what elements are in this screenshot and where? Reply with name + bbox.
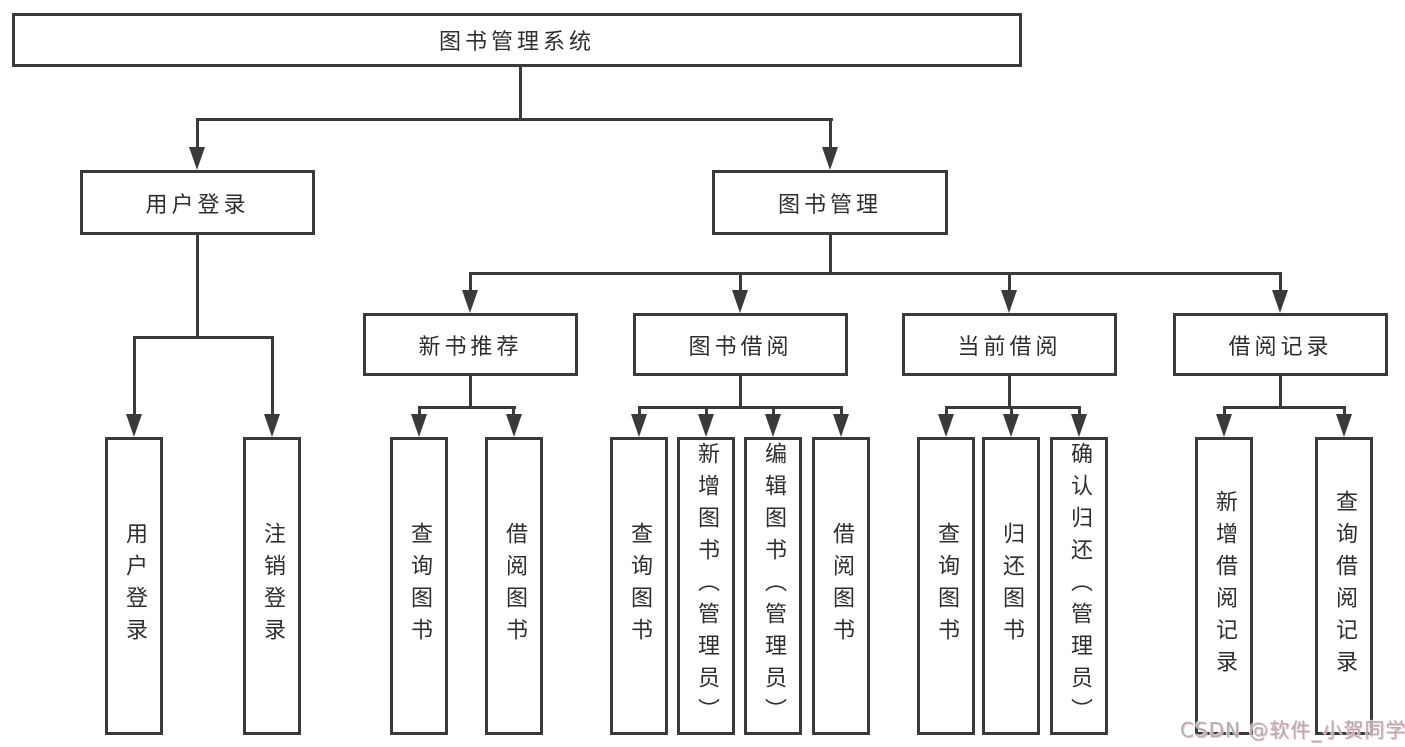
arrowhead-down-icon [938, 414, 954, 437]
connector-line [829, 235, 832, 275]
arrowhead-down-icon [631, 414, 647, 437]
connector-line [1279, 272, 1282, 294]
leaf-query-books-3: 查询图书 [917, 437, 975, 735]
connector-line [945, 406, 948, 418]
arrowhead-down-icon [833, 414, 849, 437]
connector-line [638, 406, 843, 409]
connector-line [1223, 406, 1226, 418]
arrowhead-down-icon [462, 290, 478, 313]
leaf-return-books: 归还图书 [982, 437, 1040, 735]
connector-line [772, 406, 775, 418]
node-book-management: 图书管理 [712, 170, 948, 235]
arrowhead-down-icon [732, 290, 748, 313]
connector-line [945, 406, 1081, 409]
leaf-borrow-books-2: 借阅图书 [812, 437, 870, 735]
connector-line [1008, 376, 1011, 408]
arrowhead-down-icon [1272, 290, 1288, 313]
connector-line [1008, 272, 1011, 294]
connector-line [829, 118, 832, 150]
leaf-query-borrow-record: 查询借阅记录 [1315, 437, 1373, 735]
node-library-management-system: 图书管理系统 [12, 13, 1022, 67]
connector-line [638, 406, 641, 418]
arrowhead-down-icon [1003, 414, 1019, 437]
connector-line [512, 406, 515, 418]
arrowhead-down-icon [822, 147, 838, 170]
watermark-text: CSDN @软件_小贺同学 [1180, 718, 1405, 742]
node-current-borrowing: 当前借阅 [902, 313, 1117, 376]
connector-line [1010, 406, 1013, 418]
leaf-query-books-2: 查询图书 [610, 437, 668, 735]
arrowhead-down-icon [1216, 414, 1232, 437]
connector-line [196, 118, 199, 150]
connector-line [469, 376, 472, 408]
arrowhead-down-icon [1071, 414, 1087, 437]
arrowhead-down-icon [264, 414, 280, 437]
leaf-edit-books-admin: 编辑图书（管理员） [744, 437, 802, 735]
node-user-login: 用户登录 [80, 170, 315, 235]
connector-line [840, 406, 843, 418]
connector-line [418, 406, 516, 409]
leaf-logout: 注销登录 [243, 437, 301, 735]
connector-line [469, 272, 472, 294]
connector-line [196, 118, 833, 121]
arrowhead-down-icon [1336, 414, 1352, 437]
connector-line [196, 235, 199, 338]
connector-line [519, 67, 522, 119]
arrowhead-down-icon [698, 414, 714, 437]
node-new-book-recommend: 新书推荐 [363, 313, 578, 376]
node-borrowing-records: 借阅记录 [1173, 313, 1388, 376]
leaf-query-books-1: 查询图书 [390, 437, 448, 735]
arrowhead-down-icon [1001, 290, 1017, 313]
arrowhead-down-icon [411, 414, 427, 437]
arrowhead-down-icon [765, 414, 781, 437]
arrowhead-down-icon [189, 147, 205, 170]
connector-line [469, 272, 1282, 275]
arrowhead-down-icon [126, 414, 142, 437]
connector-line [739, 272, 742, 294]
connector-line [1223, 406, 1346, 409]
leaf-user-login: 用户登录 [105, 437, 163, 735]
connector-line [271, 336, 274, 418]
connector-line [739, 376, 742, 408]
connector-line [133, 336, 136, 418]
leaf-borrow-books-1: 借阅图书 [485, 437, 543, 735]
connector-line [133, 336, 274, 339]
connector-line [1343, 406, 1346, 418]
connector-line [1078, 406, 1081, 418]
leaf-add-borrow-record: 新增借阅记录 [1195, 437, 1253, 735]
leaf-add-books-admin: 新增图书（管理员） [677, 437, 735, 735]
connector-line [705, 406, 708, 418]
node-book-borrowing: 图书借阅 [633, 313, 848, 376]
arrowhead-down-icon [506, 414, 522, 437]
connector-line [1279, 376, 1282, 408]
leaf-confirm-return-admin: 确认归还（管理员） [1050, 437, 1108, 735]
connector-line [418, 406, 421, 418]
